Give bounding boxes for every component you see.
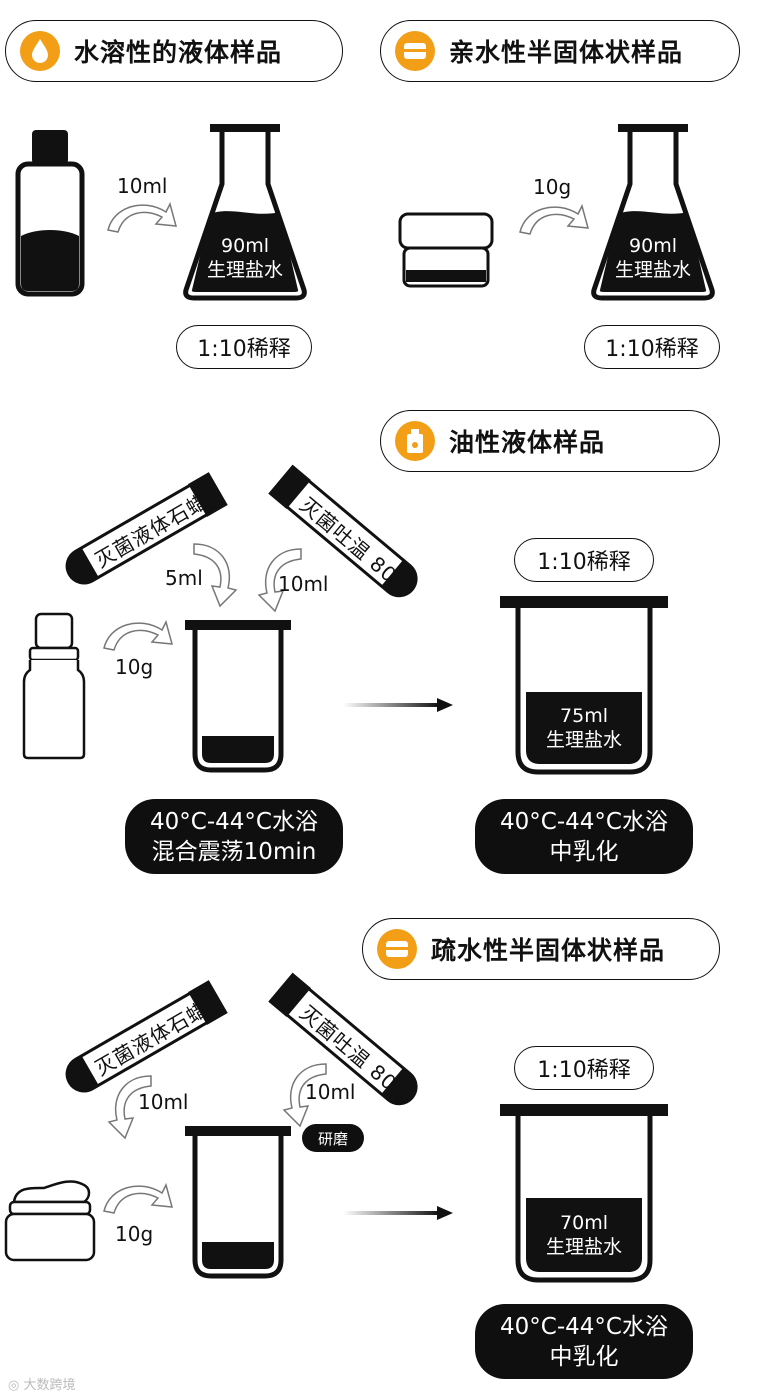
sample-bottle <box>15 130 85 297</box>
section-title: 亲水性半固体状样品 <box>449 38 684 67</box>
erlenmeyer-flask <box>591 124 715 301</box>
dilution-ratio: 1:10稀释 <box>514 538 654 582</box>
section-title: 水溶性的液体样品 <box>74 38 283 67</box>
paraffin-tube: 灭菌液体石蜡 <box>61 980 228 1097</box>
section-header-oil-liquid: 油性液体样品 <box>380 410 720 472</box>
dilution-ratio: 1:10稀释 <box>584 325 720 369</box>
oil-bottle-icon <box>395 421 435 461</box>
erlenmeyer-flask <box>183 124 307 301</box>
cream-jar <box>4 1180 96 1262</box>
cream-jar-icon <box>395 31 435 71</box>
dilution-ratio: 1:10稀释 <box>514 1046 654 1090</box>
amount-label: 10g <box>115 655 154 679</box>
pour-arrow <box>257 548 302 613</box>
section-title: 油性液体样品 <box>449 428 606 457</box>
oil-bottle <box>22 612 86 760</box>
grind-badge: 研磨 <box>302 1124 364 1152</box>
flask-content-text: 90ml 生理盐水 <box>206 235 283 281</box>
condition-badge: 40°C-44°C水浴 中乳化 <box>475 1304 693 1379</box>
condition-badge: 40°C-44°C水浴 中乳化 <box>475 799 693 874</box>
pour-arrow <box>107 1075 152 1140</box>
section-header-hydrophilic-semi: 亲水性半固体状样品 <box>380 20 740 82</box>
section-header-water-liquid: 水溶性的液体样品 <box>5 20 343 82</box>
tween-tube: 灭菌吐温 80 <box>268 972 423 1110</box>
cream-jar-icon <box>377 929 417 969</box>
flask-content-text: 90ml 生理盐水 <box>614 235 691 281</box>
condition-badge: 40°C-44°C水浴 混合震荡10min <box>125 799 343 874</box>
process-arrow <box>343 1206 453 1220</box>
watermark-logo-icon: ◎ <box>8 1378 24 1393</box>
process-arrow <box>343 698 453 712</box>
watermark: ◎ 大数跨境 <box>8 1378 76 1393</box>
amount-label: 10ml <box>138 1090 189 1114</box>
amount-label: 10g <box>533 175 572 199</box>
section-header-hydrophobic-semi: 疏水性半固体状样品 <box>362 918 720 980</box>
paraffin-tube: 灭菌液体石蜡 <box>61 472 228 589</box>
transfer-arrow <box>103 1182 174 1214</box>
cream-jar <box>398 212 494 288</box>
tween-tube: 灭菌吐温 80 <box>268 464 423 602</box>
amount-label: 10ml <box>278 572 329 596</box>
beaker-content-text: 70ml 生理盐水 <box>545 1212 622 1258</box>
dilution-beaker <box>500 1104 668 1283</box>
mixing-beaker <box>185 1126 291 1279</box>
amount-label: 10g <box>115 1222 154 1246</box>
water-drop-icon <box>20 31 60 71</box>
beaker-content-text: 75ml 生理盐水 <box>545 705 622 751</box>
amount-label: 10ml <box>117 174 168 198</box>
amount-label: 5ml <box>165 566 203 590</box>
dilution-ratio: 1:10稀释 <box>176 325 312 369</box>
dilution-beaker <box>500 596 668 775</box>
amount-label: 10ml <box>305 1080 356 1104</box>
transfer-arrow <box>519 203 590 235</box>
section-title: 疏水性半固体状样品 <box>431 936 666 965</box>
mixing-beaker <box>185 620 291 773</box>
pour-arrow <box>282 1063 327 1128</box>
pour-arrow <box>193 543 238 608</box>
transfer-arrow <box>107 201 178 233</box>
transfer-arrow <box>103 619 174 651</box>
